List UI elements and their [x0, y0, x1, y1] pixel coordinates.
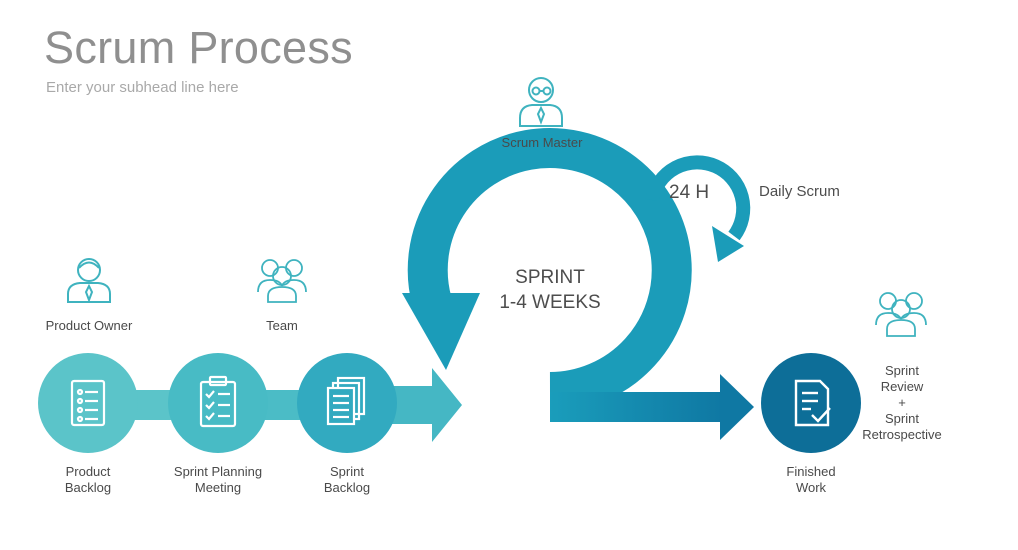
input-arrow	[390, 368, 462, 442]
page-title: Scrum Process	[44, 22, 353, 73]
sprint-loop-arrowhead	[402, 293, 480, 370]
person-glasses-icon	[519, 77, 563, 127]
document-check-icon	[794, 379, 831, 427]
group-icon	[875, 292, 927, 337]
product-owner-label: Product Owner	[45, 318, 133, 333]
output-shaft	[550, 392, 722, 422]
daily-loop-arrowhead	[712, 226, 744, 262]
sprint-label: SPRINT 1-4 WEEKS	[499, 267, 601, 313]
scrum-master-label: Scrum Master	[501, 135, 583, 150]
group-icon	[257, 259, 307, 303]
stacked-documents-icon	[326, 376, 366, 426]
finished-work-label: Finished Work	[786, 464, 836, 495]
daily-loop-arrow	[645, 155, 751, 241]
page-subtitle: Enter your subhead line here	[46, 79, 239, 96]
list-document-icon	[70, 379, 106, 427]
output-arrowhead	[720, 374, 754, 440]
product-backlog-label: Product Backlog	[64, 464, 112, 495]
daily-cycle-label: 24 H	[669, 182, 710, 203]
team-label: Team	[266, 318, 298, 333]
daily-scrum-label: Daily Scrum	[759, 183, 840, 200]
product-backlog-circle	[38, 353, 138, 453]
sprint-loop-arrow	[407, 128, 692, 412]
sprint-review-label: Sprint Review + Sprint Retrospective	[862, 363, 942, 442]
clipboard-checklist-icon	[199, 375, 237, 428]
person-tie-icon	[67, 258, 111, 303]
sprint-planning-label: Sprint Planning Meeting	[173, 464, 263, 495]
finished-work-circle	[761, 353, 861, 453]
sprint-backlog-label: Sprint Backlog	[323, 464, 371, 495]
sprint-planning-circle	[168, 353, 268, 453]
